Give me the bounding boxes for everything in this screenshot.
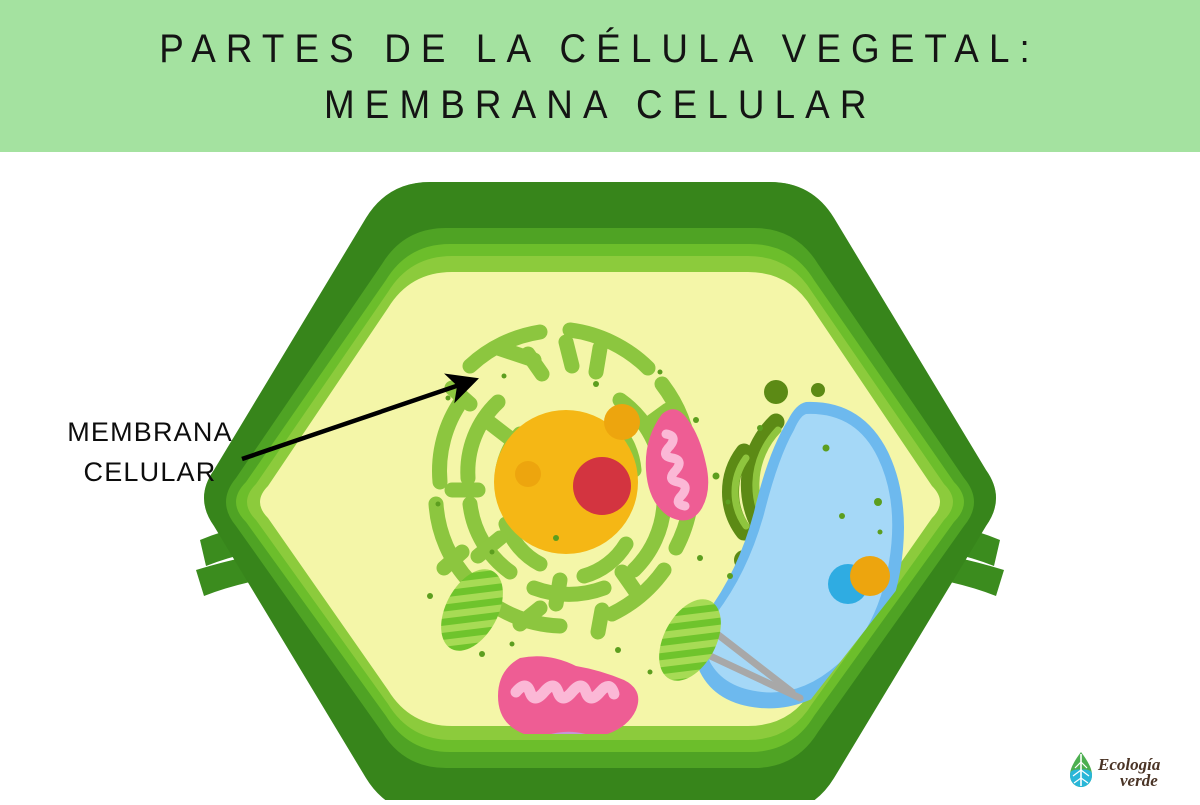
page-title-line-1: PARTES DE LA CÉLULA VEGETAL: [159,27,1041,71]
golgi-vesicle [764,380,788,404]
chloroplast-left [441,569,503,651]
logo-svg: Ecología verde [1070,752,1161,790]
membrane-label: MEMBRANA CELULAR [40,412,260,492]
header-banner: PARTES DE LA CÉLULA VEGETAL: MEMBRANA CE… [0,0,1200,152]
leaf-icon [1070,752,1092,787]
membrane-label-line-1: MEMBRANA [67,417,233,447]
mitochondrion-upper [645,409,709,521]
chloroplast-center [659,599,721,681]
plant-cell-svg [196,182,1004,805]
vesicle [515,461,541,487]
membrane-label-line-2: CELULAR [83,457,217,487]
plant-cell-diagram [0,152,1200,805]
mitochondrion-lower [498,656,639,734]
logo-text-line-2: verde [1120,771,1158,790]
golgi-vesicle [811,383,825,397]
nucleus [494,410,638,554]
logo-text-line-1: Ecología [1097,755,1161,774]
vesicle [850,556,890,596]
vesicles [515,404,890,596]
vesicle [604,404,640,440]
page-title-line-2: MEMBRANA CELULAR [323,83,877,127]
nucleolus [573,457,631,515]
vacuole-strands [702,626,804,702]
ecologia-verde-logo[interactable]: Ecología verde [1068,750,1186,792]
